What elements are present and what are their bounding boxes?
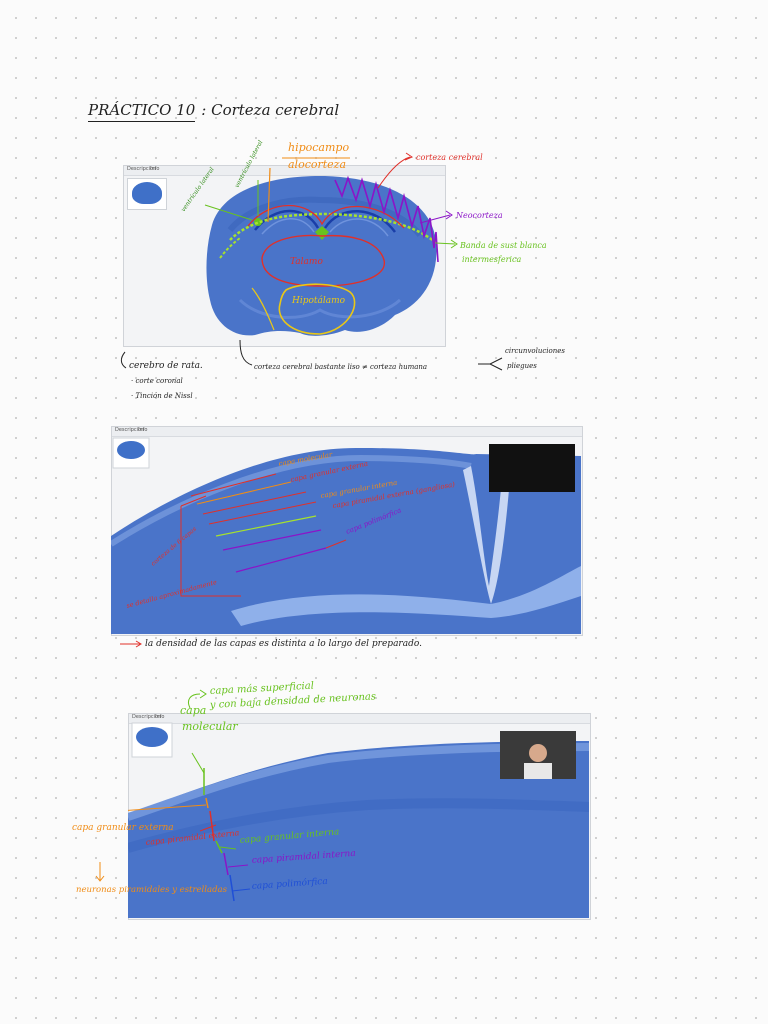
viewer-toolbar: Descripción Info (129, 714, 590, 724)
label-banda-2: intermesferica (462, 255, 521, 264)
note-cerebro: cerebro de rata. (129, 361, 203, 371)
viewer-toolbar: Descripción Info (112, 427, 582, 437)
tab-info: Info (155, 714, 165, 720)
panel3-image: capa piramidal externa capa granular int… (128, 722, 589, 918)
label-ventriculo-lateral-a: ventrículo lateral (180, 166, 216, 213)
tab-description: Descripción (132, 714, 162, 720)
label-corteza-cerebral: corteza cerebral (416, 153, 483, 162)
label-molecular: molecular (182, 720, 238, 733)
title-rest: : Corteza cerebral (201, 101, 340, 119)
label-talamo: Talamo (290, 257, 323, 267)
tab-description: Descripción (127, 166, 157, 172)
viewer-toolbar: Descripción Info (124, 166, 445, 176)
label-alocorteza: alocorteza (288, 158, 346, 171)
tab-info: Info (150, 166, 160, 172)
label-superficial: capa más superficial (210, 681, 315, 697)
note-corte: · corte coronal (131, 377, 183, 385)
note-pliegues: pliegues (507, 362, 537, 370)
label-neuronas: neuronas piramidales y estrelladas (76, 885, 228, 895)
panel3-annotations: capa más superficial y con baja densidad… (72, 681, 376, 895)
page-title: PRÁCTICO 10 : Corteza cerebral (88, 101, 340, 122)
label-ventriculo-lateral-b: ventrículo lateral (234, 139, 265, 189)
note-bastante-liso: corteza cerebral bastante liso ≠ corteza… (254, 363, 427, 371)
note-circunvoluciones: circunvoluciones (505, 347, 565, 355)
label-hipocampo: hipocampo (288, 141, 349, 154)
title-prefix: PRÁCTICO 10 (88, 101, 196, 122)
label-polimorfica: capa polimórfica (251, 876, 328, 892)
label-capa: capa (180, 704, 206, 717)
label-banda: Banda de sust blanca (459, 241, 547, 250)
tab-info: Info (138, 427, 148, 433)
label-granular-externa: capa granular externa (72, 823, 174, 833)
label-neocorteza: Neocorteza (455, 211, 503, 220)
panel2-note: la densidad de las capas es distinta a l… (145, 639, 422, 649)
slide-thumbnail (127, 178, 167, 210)
tab-description: Descripción (115, 427, 145, 433)
label-hipotalamo: Hipotálamo (291, 295, 346, 306)
note-tincion: · Tinción de Nissl (131, 392, 193, 400)
panel2-note-arrow (120, 640, 142, 648)
panel2-image: capa molecular capa granular externa cap… (111, 437, 581, 634)
